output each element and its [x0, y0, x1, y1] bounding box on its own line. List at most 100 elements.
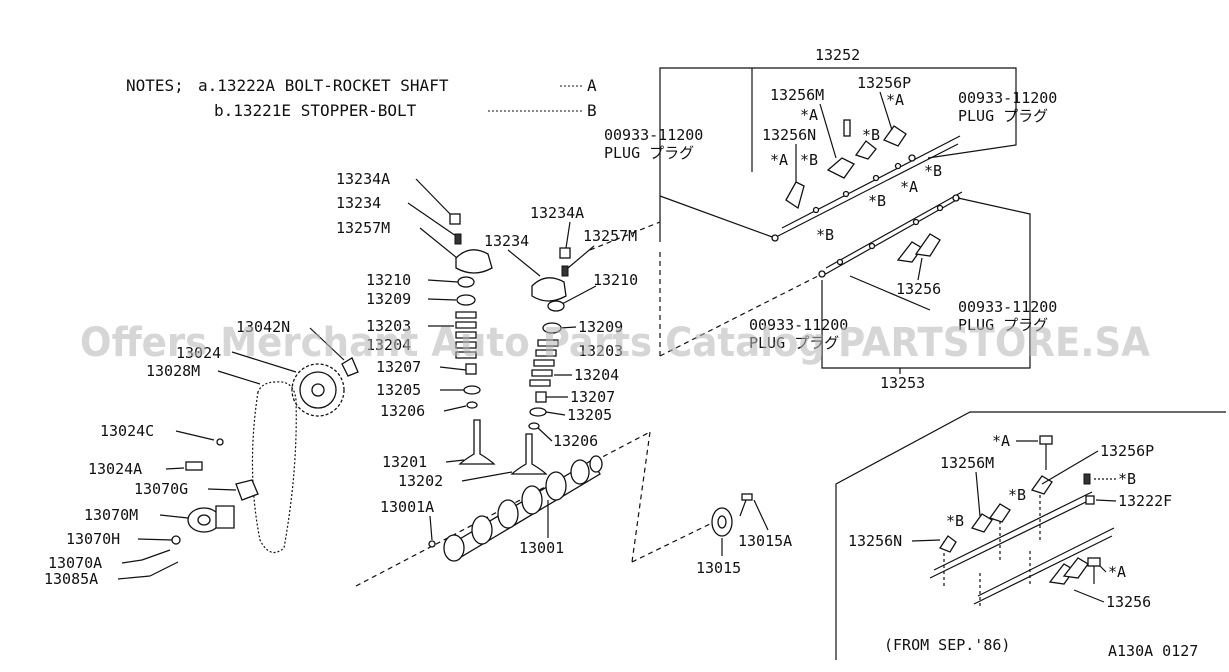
notes-heading: NOTES;: [126, 76, 184, 95]
label-13202: 13202: [398, 472, 443, 490]
label-13207-left: 13207: [376, 358, 421, 376]
plug-label-1-number: 00933-11200: [958, 89, 1057, 107]
plug-label-3-text: PLUG プラグ: [958, 316, 1048, 334]
valve-spring-left: [455, 311, 477, 359]
notes-block: NOTES; a.13222A BOLT-ROCKET SHAFT A b.13…: [126, 76, 597, 120]
inset-shaft-lower: [973, 535, 1113, 605]
label-13206-left: 13206: [380, 402, 425, 420]
label-13256M-top: 13256M: [770, 86, 824, 104]
inset-shaft-upper: [929, 499, 1091, 579]
label-13234-left: 13234: [336, 194, 381, 212]
inset-bolt-A-bottom: [1087, 557, 1101, 567]
label-13203-left: 13203: [366, 317, 411, 335]
label-13001A: 13001A: [380, 498, 434, 516]
label-13209-right: 13209: [578, 318, 623, 336]
inset-label-13222F: 13222F: [1118, 492, 1172, 510]
diagram-code: A130A 0127: [1108, 642, 1198, 660]
valve-stack-left: 13234A 13234 13257M 13210 13209 13203 13…: [336, 170, 496, 471]
valve-spring-right: [529, 339, 559, 387]
label-13024A: 13024A: [88, 460, 142, 478]
star-b-3: *B: [924, 162, 942, 180]
star-b-5: *B: [816, 226, 834, 244]
star-a-3: *A: [770, 151, 788, 169]
label-13205-right: 13205: [567, 406, 612, 424]
note-b: b.13221E STOPPER-BOLT: [214, 101, 417, 120]
label-13210-left: 13210: [366, 271, 411, 289]
rocker-shaft-lower: [821, 197, 961, 277]
label-13257M-right: 13257M: [583, 227, 637, 245]
label-13070G: 13070G: [134, 480, 188, 498]
label-13203-right: 13203: [578, 342, 623, 360]
star-b-1: *B: [800, 151, 818, 169]
star-a-2: *A: [886, 91, 904, 109]
label-13253: 13253: [880, 374, 925, 392]
label-13207-right: 13207: [570, 388, 615, 406]
star-b-2: *B: [862, 126, 880, 144]
plug-label-3-number: 00933-11200: [958, 298, 1057, 316]
inset-label-13256N: 13256N: [848, 532, 902, 550]
inset-star-b-2: *B: [1008, 486, 1026, 504]
label-13201: 13201: [382, 453, 427, 471]
plug-label-1-text: PLUG プラグ: [958, 107, 1048, 125]
bracket-13253: [821, 197, 1031, 369]
label-13015: 13015: [696, 559, 741, 577]
label-13209-left: 13209: [366, 290, 411, 308]
label-13256N-top: 13256N: [762, 126, 816, 144]
inset-star-a-2: *A: [1108, 563, 1126, 581]
bolt-13015A: [741, 493, 753, 501]
label-13256P-top: 13256P: [857, 74, 911, 92]
timing-belt-group: 13042N 13024 13028M 13024C 13024A 13070G…: [44, 318, 359, 588]
label-13204-left: 13204: [366, 336, 411, 354]
inset-label-13256M: 13256M: [940, 454, 994, 472]
plug-label-4-text: PLUG プラグ: [749, 334, 839, 352]
bolt-13024A: [185, 461, 203, 471]
label-13256-top: 13256: [896, 280, 941, 298]
label-13257M-left: 13257M: [336, 219, 390, 237]
camshaft-group: 13001A 13001 13015 13015A: [355, 431, 792, 587]
valve-13202: [510, 433, 548, 475]
inset-label-13256P: 13256P: [1100, 442, 1154, 460]
label-13085A: 13085A: [44, 570, 98, 588]
bracket-13070G: [235, 479, 259, 501]
label-13024: 13024: [176, 344, 221, 362]
rocker-arm-13256P: [883, 125, 907, 147]
inset-frame: [835, 411, 1226, 660]
label-13204-right: 13204: [574, 366, 619, 384]
label-13234A-left: 13234A: [336, 170, 390, 188]
inset-later-model: *A 13256P 13256M *B *B *B 13222F 13256N …: [835, 411, 1226, 660]
rocker-shaft-assembly: 13252 13256M 13256P 13256N *A *A *A *B *…: [589, 46, 1057, 392]
plug-label-2-text: PLUG プラグ: [604, 144, 694, 162]
label-13205-left: 13205: [376, 381, 421, 399]
watermark-text: Offers Merchant Auto Parts Catalog PARTS…: [80, 320, 1150, 366]
rocker-arm-13257M-left: [455, 249, 493, 274]
bolt-13070A: [141, 549, 171, 561]
inset-label-13256: 13256: [1106, 593, 1151, 611]
label-13024C: 13024C: [100, 422, 154, 440]
star-a-4: *A: [900, 178, 918, 196]
label-13234A-right: 13234A: [530, 204, 584, 222]
inset-star-b-3: *B: [946, 512, 964, 530]
plug-label-4-number: 00933-11200: [749, 316, 848, 334]
inset-bolt-A-top: [1039, 435, 1053, 445]
bracket-13252: [659, 67, 1017, 242]
rocker-arm-13256M: [826, 157, 855, 179]
inset-star-b-1: *B: [1118, 470, 1136, 488]
inset-caption: (FROM SEP.'86): [884, 636, 1010, 654]
key-13042N: [341, 357, 359, 377]
note-b-ref: B: [587, 101, 597, 120]
label-13234-right: 13234: [484, 232, 529, 250]
valve-stack-right: 13234A 13234 13257M 13210 13209 13203 13…: [398, 204, 638, 490]
label-13042N: 13042N: [236, 318, 290, 336]
star-b-4: *B: [868, 192, 886, 210]
bolt-13085A: [149, 561, 179, 577]
label-13210-right: 13210: [593, 271, 638, 289]
valve-13201: [458, 419, 496, 465]
note-a: a.13222A BOLT-ROCKET SHAFT: [198, 76, 449, 95]
inset-star-a-1: *A: [992, 432, 1010, 450]
label-13070A: 13070A: [48, 554, 102, 572]
note-a-ref: A: [587, 76, 597, 95]
nut-13234A-right: [559, 247, 571, 259]
star-a-1: *A: [800, 106, 818, 124]
timing-belt-13028M: [251, 381, 297, 554]
